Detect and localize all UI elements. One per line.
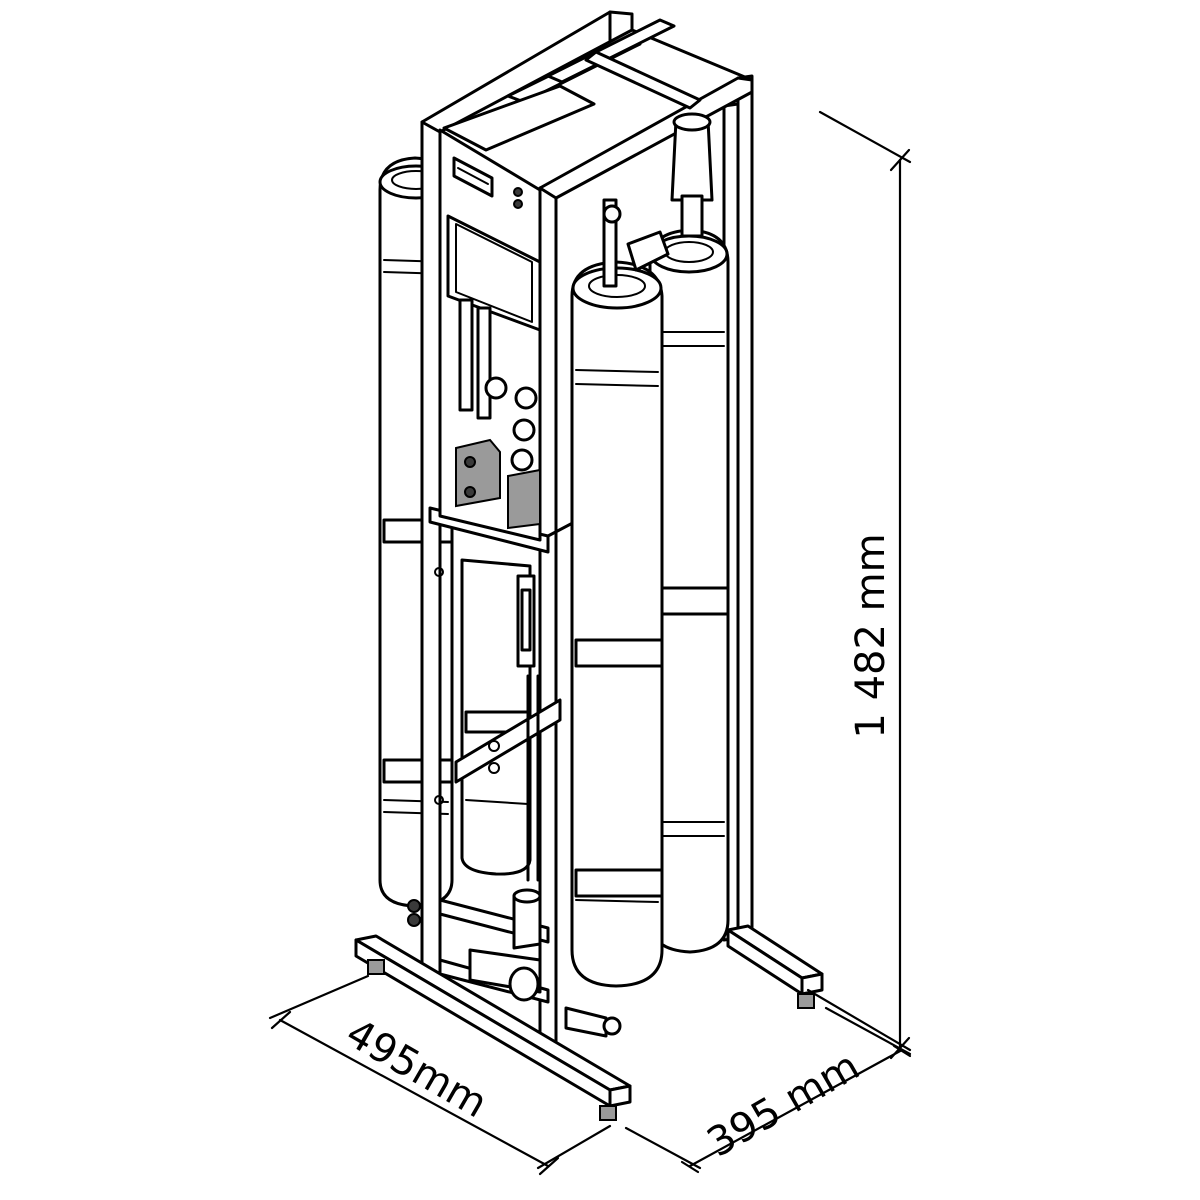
vessel-clamp: [574, 868, 664, 898]
solenoid-valve: [507, 468, 541, 530]
pressure-gauge: [484, 376, 508, 400]
leveling-foot: [367, 959, 385, 975]
pump-and-piping: [407, 574, 622, 1038]
solenoid-valve: [455, 438, 501, 508]
dimension-height-label: 1 482 mm: [848, 533, 894, 738]
leveling-foot: [797, 993, 815, 1009]
indicator-led: [513, 187, 523, 197]
pressure-gauge: [514, 386, 538, 410]
dimension-depth: 395 mm: [624, 1006, 912, 1174]
control-panel: [438, 84, 596, 542]
dimension-width-label: 495mm: [338, 1010, 495, 1127]
dimension-height: 1 482 mm: [806, 110, 912, 1060]
pressure-gauge: [512, 418, 536, 442]
flow-meter: [458, 298, 474, 412]
base-frame: [354, 924, 824, 1121]
membrane-vessel-front: [570, 198, 670, 988]
dimension-depth-label: 395 mm: [700, 1043, 868, 1166]
leveling-foot: [599, 1105, 617, 1121]
indicator-led: [513, 199, 523, 209]
vessel-clamp: [574, 638, 664, 668]
flow-meter: [476, 306, 492, 420]
